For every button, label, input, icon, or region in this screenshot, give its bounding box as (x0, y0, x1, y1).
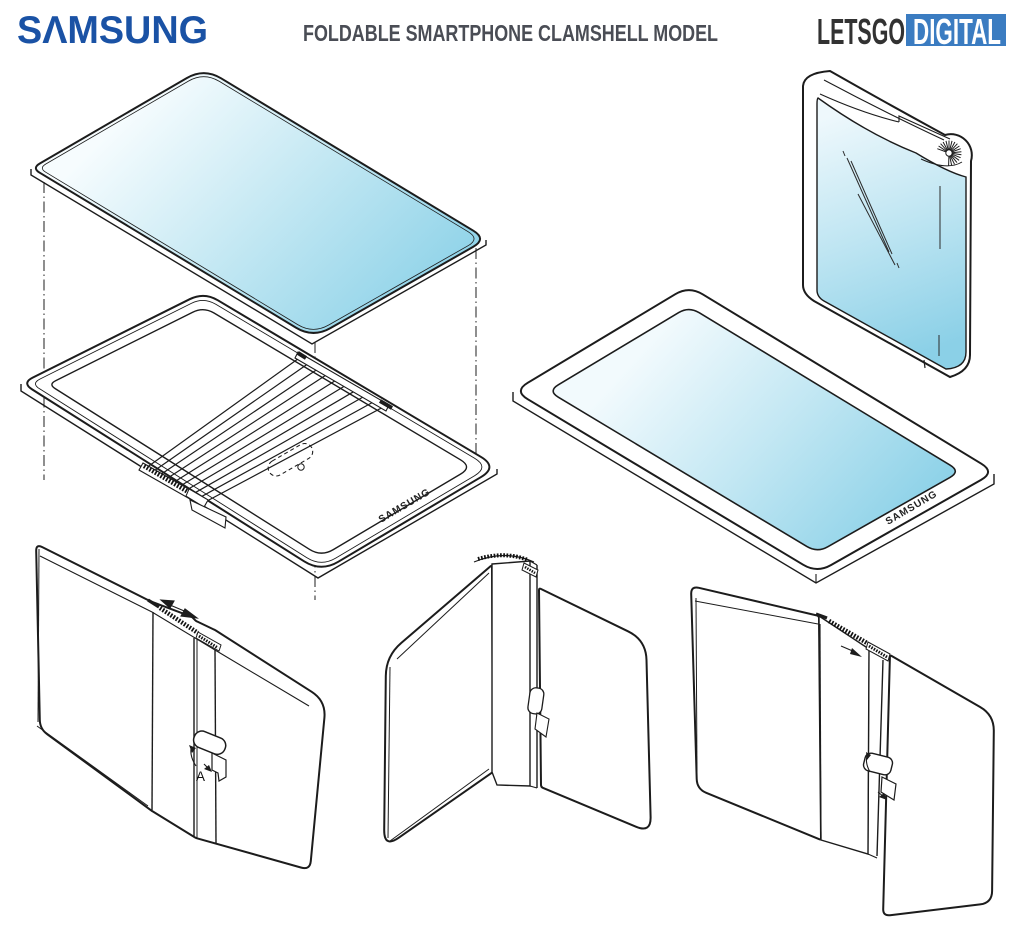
svg-text:DIGITAL: DIGITAL (913, 11, 1001, 52)
svg-text:SΛMSUNG: SΛMSUNG (17, 9, 208, 52)
svg-text:FOLDABLE SMARTPHONE CLAMSHELL: FOLDABLE SMARTPHONE CLAMSHELL MODEL (303, 20, 718, 46)
svg-text:LETSGO: LETSGO (817, 11, 905, 52)
svg-text:A: A (196, 769, 205, 784)
